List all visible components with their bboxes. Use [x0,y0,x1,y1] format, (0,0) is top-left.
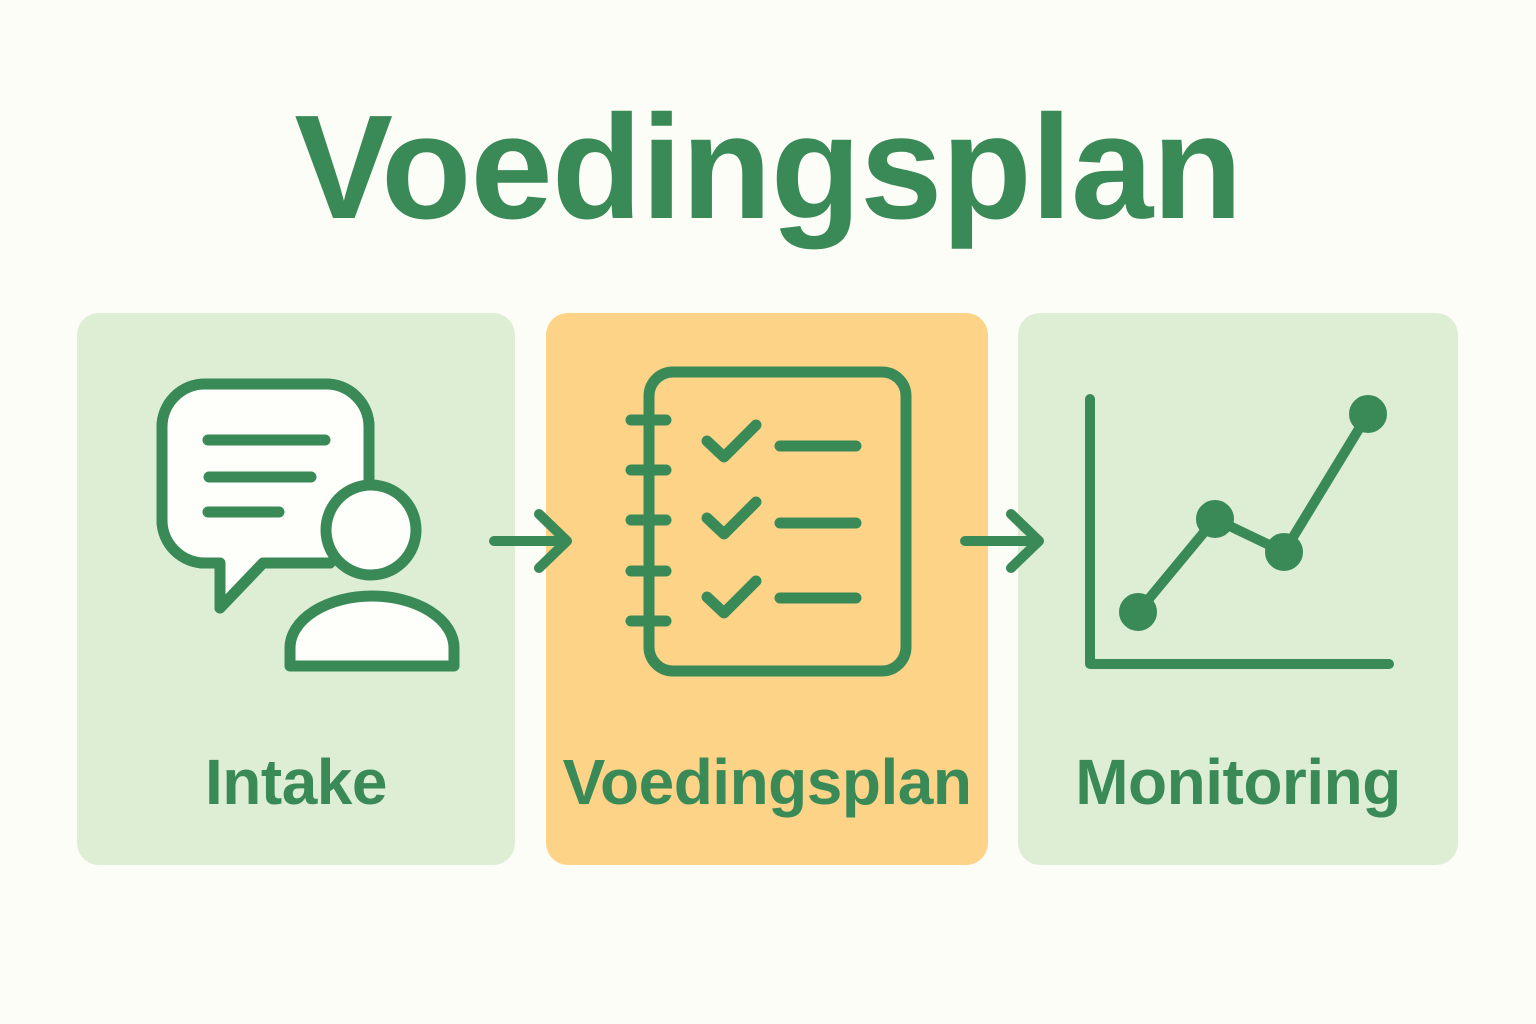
step-label-voedingsplan: Voedingsplan [562,746,972,818]
step-label-monitoring: Monitoring [1075,746,1401,818]
page-title: Voedingsplan [294,85,1242,250]
step-label-intake: Intake [205,746,387,818]
